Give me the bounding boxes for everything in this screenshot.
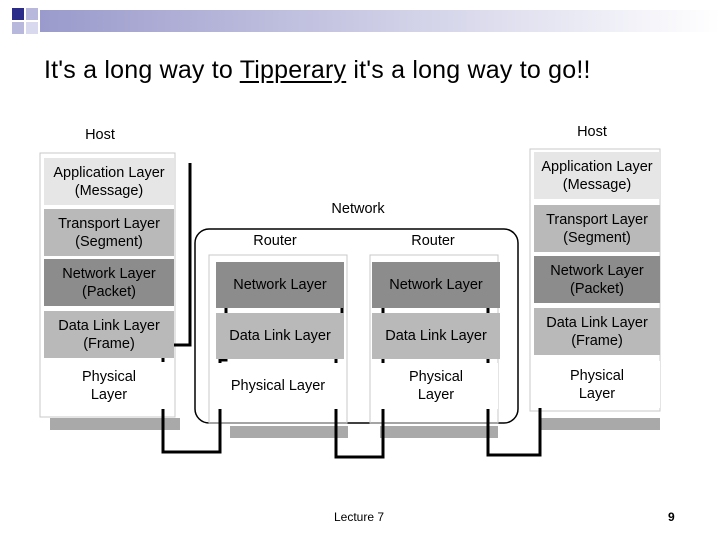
router-2-network-layer: Network Layer [372,262,500,308]
left-host-datalink-layer: Data Link Layer (Frame) [44,311,174,358]
header-square-light-2 [12,22,24,34]
router-2-label: Router [411,233,455,249]
header-square-dark-1 [12,8,24,20]
left-host-transport-layer: Transport Layer (Segment) [44,209,174,256]
left-host-frame [39,152,176,418]
header-square-light-1 [26,8,38,20]
right-host-label: Host [577,124,607,140]
network-label: Network [331,201,385,217]
router-2-physical-layer: Physical Layer [374,363,498,409]
right-host-transport-layer: Transport Layer (Segment) [534,205,660,252]
left-host-physical-layer: Physical Layer [44,362,174,409]
right-host-application-layer: Application Layer (Message) [534,152,660,199]
left-host-shadow [50,418,180,430]
router-2-datalink-layer: Data Link Layer [372,313,500,359]
title-underlined-word: Tipperary [239,56,347,84]
left-host-network-layer: Network Layer (Packet) [44,259,174,306]
right-host-datalink-layer: Data Link Layer (Frame) [534,308,660,355]
right-host-network-layer: Network Layer (Packet) [534,256,660,303]
router-2-shadow [380,426,498,438]
left-host-label: Host [85,127,115,143]
router-1-label: Router [253,233,297,249]
router-1-datalink-layer: Data Link Layer [216,313,344,359]
header-gradient-bar [40,10,720,32]
router-1-shadow [230,426,348,438]
slide-title: It's a long way to Tipperary it's a long… [44,56,591,85]
router-1-frame [208,254,348,424]
right-host-physical-layer: Physical Layer [534,361,660,408]
title-prefix: It's a long way to [44,56,240,84]
left-host-application-layer: Application Layer (Message) [44,158,174,205]
router-1-network-layer: Network Layer [216,262,344,308]
title-suffix: it's a long way to go!! [346,56,591,84]
right-host-frame [529,148,661,412]
right-host-shadow [540,418,660,430]
footer-lecture-label: Lecture 7 [334,510,385,524]
router-1-physical-layer: Physical Layer [216,363,340,409]
page-number: 9 [668,510,675,524]
network-outline [194,228,519,424]
header-square-mid [26,22,38,34]
